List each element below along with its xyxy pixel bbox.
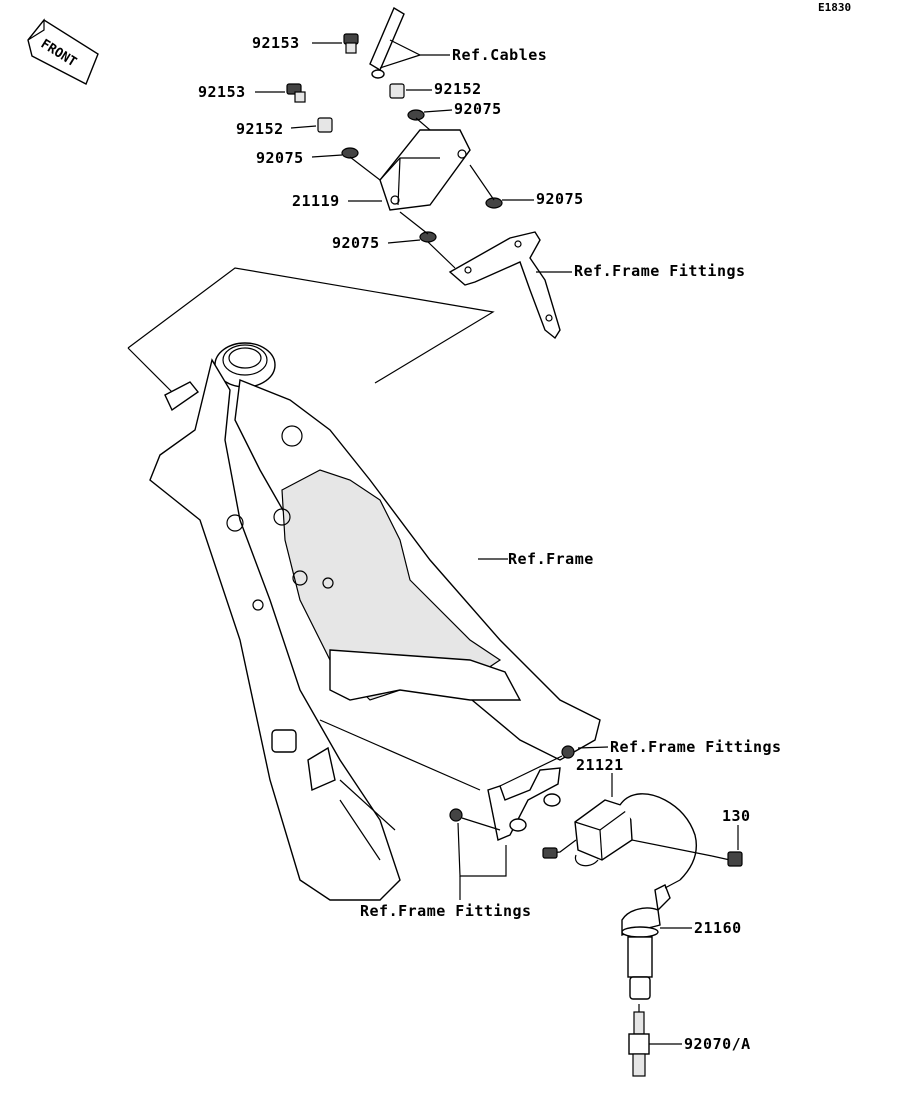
label-92152-right: 92152 xyxy=(434,80,482,98)
label-92075-b: 92075 xyxy=(256,149,304,167)
label-21119: 21119 xyxy=(292,192,340,210)
diagram-code: E1830 xyxy=(818,1,851,14)
leader-lines xyxy=(255,39,739,1045)
frame-fitting-bolt-lower-icon xyxy=(449,808,463,822)
label-ref-frame-fittings-top: Ref.Frame Fittings xyxy=(574,262,746,280)
label-ref-cables: Ref.Cables xyxy=(452,46,547,64)
collar-92152-right-icon xyxy=(389,83,405,99)
label-ref-frame-fittings-mid: Ref.Frame Fittings xyxy=(610,738,782,756)
bolt-92153-mid-icon xyxy=(286,83,306,103)
bolt-92153-top-icon xyxy=(343,33,359,54)
motorcycle-frame xyxy=(149,342,601,901)
coil-mounting-bracket xyxy=(487,767,561,841)
label-92153-mid: 92153 xyxy=(198,83,246,101)
detail-callout-outline xyxy=(127,267,495,384)
label-92153-top: 92153 xyxy=(252,34,300,52)
label-92075-a: 92075 xyxy=(454,100,502,118)
label-130: 130 xyxy=(722,807,751,825)
grommet-92075-a-icon xyxy=(407,109,425,121)
label-ref-frame: Ref.Frame xyxy=(508,550,594,568)
spark-plug-cap-21160 xyxy=(621,884,671,1000)
cdi-unit-21119 xyxy=(379,129,471,211)
upper-mounting-bracket xyxy=(448,231,561,340)
front-arrow-icon: FRONT xyxy=(27,18,99,85)
ignition-coil-21121 xyxy=(542,793,697,881)
cable-clamp-part xyxy=(369,6,405,79)
grommet-92075-c-icon xyxy=(485,197,503,209)
label-92152-left: 92152 xyxy=(236,120,284,138)
label-21121: 21121 xyxy=(576,756,624,774)
label-92075-d: 92075 xyxy=(332,234,380,252)
spark-plug-92070a xyxy=(628,1004,650,1077)
label-92075-c: 92075 xyxy=(536,190,584,208)
label-92070a: 92070/A xyxy=(684,1035,751,1053)
bolt-130-icon xyxy=(711,851,743,867)
label-ref-frame-fittings-bottom: Ref.Frame Fittings xyxy=(360,902,532,920)
label-21160: 21160 xyxy=(694,919,742,937)
grommet-92075-b-icon xyxy=(341,147,359,159)
collar-92152-left-icon xyxy=(317,117,333,133)
frame-fitting-bolt-upper-icon xyxy=(561,745,575,759)
